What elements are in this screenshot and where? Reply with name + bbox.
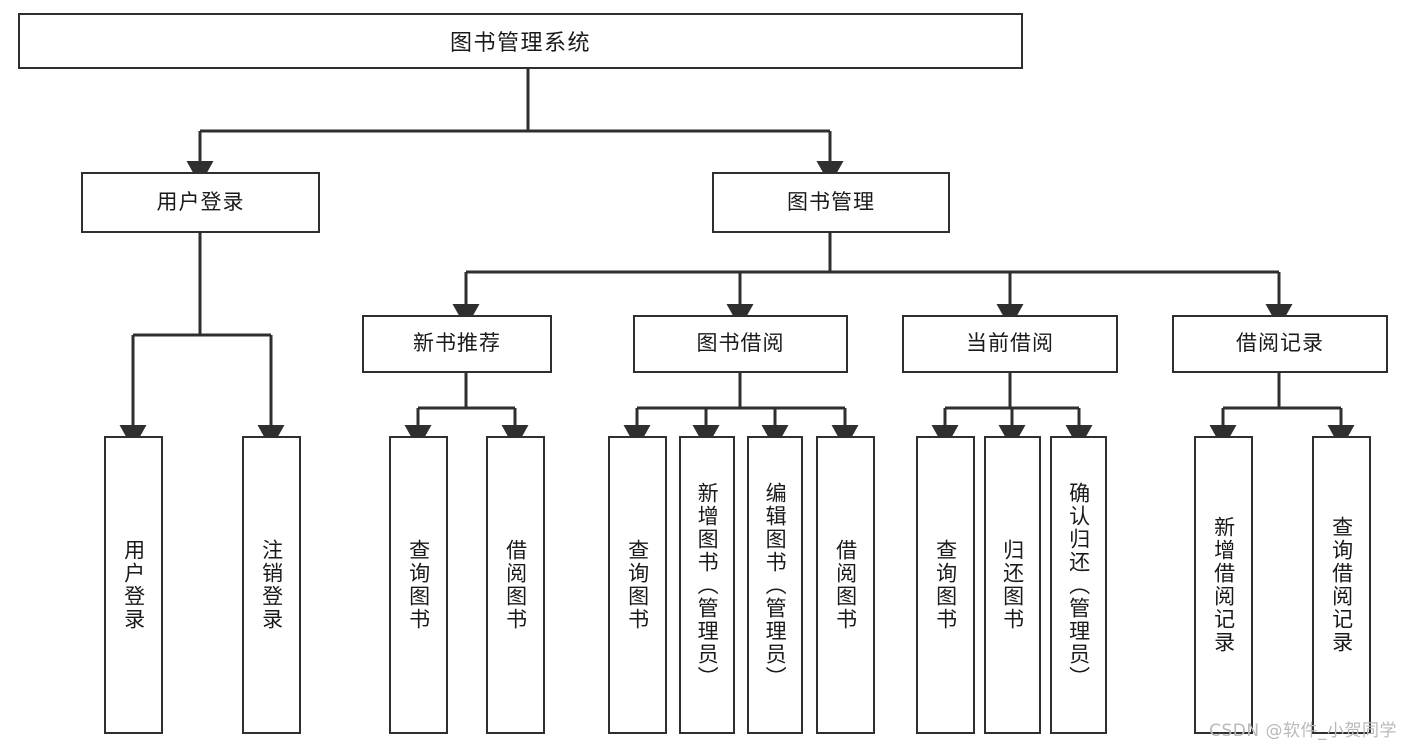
node-current-borrow[interactable]: 当前借阅 [902, 315, 1118, 373]
leaf-current-query-book-label: 查询图书 [933, 539, 958, 631]
leaf-borrow-do-borrow[interactable]: 借阅图书 [816, 436, 875, 734]
leaf-record-add[interactable]: 新增借阅记录 [1194, 436, 1253, 734]
leaf-recommend-borrow-book-label: 借阅图书 [503, 539, 528, 631]
leaf-user-logout[interactable]: 注销登录 [242, 436, 301, 734]
node-root-label: 图书管理系统 [449, 31, 591, 56]
leaf-borrow-edit-book-label: 编辑图书（管理员） [763, 481, 788, 689]
leaf-current-return-book-label: 归还图书 [1000, 539, 1025, 631]
leaf-recommend-query-book-label: 查询图书 [406, 539, 431, 631]
leaf-borrow-add-book-label: 新增图书（管理员） [695, 481, 720, 689]
node-borrow-record[interactable]: 借阅记录 [1172, 315, 1388, 373]
node-current-borrow-label: 当前借阅 [966, 331, 1054, 356]
node-book-borrow[interactable]: 图书借阅 [633, 315, 848, 373]
leaf-borrow-query-book-label: 查询图书 [625, 539, 650, 631]
leaf-borrow-query-book[interactable]: 查询图书 [608, 436, 667, 734]
leaf-record-add-label: 新增借阅记录 [1211, 516, 1236, 654]
leaf-record-search-label: 查询借阅记录 [1329, 516, 1354, 654]
leaf-recommend-borrow-book[interactable]: 借阅图书 [486, 436, 545, 734]
leaf-recommend-query-book[interactable]: 查询图书 [389, 436, 448, 734]
leaf-user-logout-label: 注销登录 [259, 539, 284, 631]
leaf-borrow-add-book[interactable]: 新增图书（管理员） [679, 436, 735, 734]
leaf-borrow-do-borrow-label: 借阅图书 [833, 539, 858, 631]
node-new-book-recommend[interactable]: 新书推荐 [362, 315, 552, 373]
node-root-system[interactable]: 图书管理系统 [18, 13, 1023, 69]
node-borrow-record-label: 借阅记录 [1236, 331, 1324, 356]
leaf-current-confirm-return[interactable]: 确认归还（管理员） [1050, 436, 1107, 734]
leaf-user-login[interactable]: 用户登录 [104, 436, 163, 734]
node-book-manage[interactable]: 图书管理 [712, 172, 950, 233]
leaf-user-login-label: 用户登录 [121, 539, 146, 631]
node-book-manage-label: 图书管理 [787, 189, 875, 214]
leaf-current-confirm-return-label: 确认归还（管理员） [1066, 481, 1091, 689]
node-book-borrow-label: 图书借阅 [696, 331, 785, 356]
node-user-login-label: 用户登录 [156, 189, 245, 214]
leaf-record-search[interactable]: 查询借阅记录 [1312, 436, 1371, 734]
leaf-current-query-book[interactable]: 查询图书 [916, 436, 975, 734]
node-user-login[interactable]: 用户登录 [81, 172, 320, 233]
leaf-current-return-book[interactable]: 归还图书 [984, 436, 1041, 734]
leaf-borrow-edit-book[interactable]: 编辑图书（管理员） [747, 436, 803, 734]
node-new-book-recommend-label: 新书推荐 [413, 331, 501, 356]
